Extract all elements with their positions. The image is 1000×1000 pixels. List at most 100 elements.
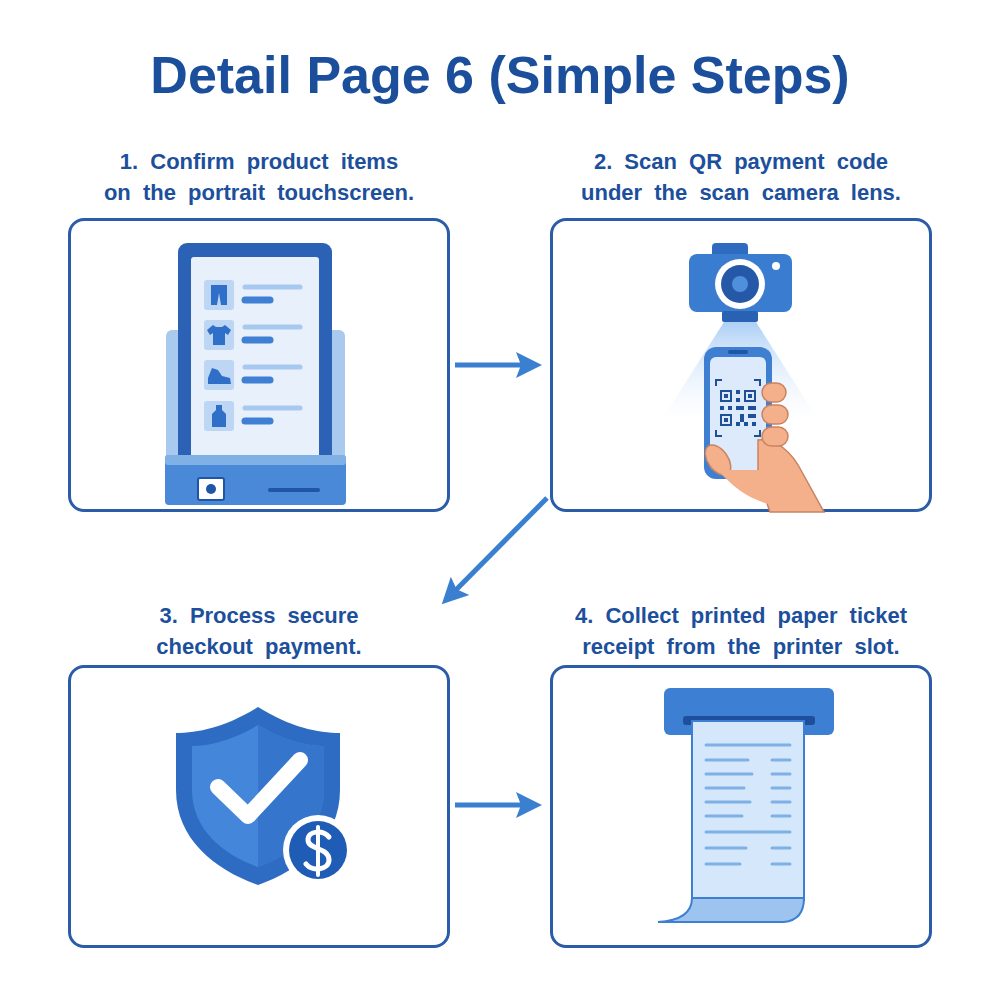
qr-code-part — [744, 422, 748, 426]
step-heading: 3. Process secure checkout payment. — [139, 600, 379, 662]
qr-code-part — [748, 414, 756, 418]
receipt-lines-part — [706, 815, 742, 818]
qr-code — [716, 380, 760, 436]
qr-code-part — [736, 390, 740, 394]
receipt-paper — [692, 721, 804, 900]
screen-item-icons-part — [204, 401, 234, 431]
qr-code-part — [722, 416, 730, 424]
screen-item-lines-part — [245, 418, 270, 425]
diagram-title: Detail Page 6 (Simple Steps) — [0, 38, 1000, 112]
screen-item-icons-part — [207, 325, 231, 345]
panel-frame — [68, 665, 450, 948]
panel-frame — [550, 665, 932, 948]
step-panel: 4. Collect printed paper ticket receipt … — [550, 594, 932, 948]
flow-arrow — [446, 498, 547, 600]
kiosk-base-top — [165, 455, 346, 465]
screen-item-lines-part — [245, 337, 270, 344]
receipt-lines-part — [772, 773, 790, 776]
qr-code-part — [744, 390, 756, 402]
printer-slot — [683, 716, 815, 725]
kiosk-base — [165, 455, 346, 505]
receipt-lines-part — [706, 801, 750, 804]
step-panel: 3. Process secure checkout payment. — [68, 594, 450, 948]
qr-code-part — [720, 406, 724, 410]
step-panel: 2. Scan QR payment code under the scan c… — [550, 140, 932, 512]
receipt-lines-part — [706, 831, 790, 834]
qr-code-part — [746, 392, 754, 400]
screen-item-lines — [245, 287, 300, 421]
phone-notch — [728, 350, 748, 354]
step-panel: 1. Confirm product items on the portrait… — [68, 140, 450, 512]
dollar-badge — [289, 821, 347, 879]
secure-shield — [176, 707, 353, 885]
receipt-lines-part — [706, 787, 744, 790]
step-heading: 2. Scan QR payment code under the scan c… — [578, 146, 904, 208]
flow-arrow — [455, 803, 536, 808]
camera-top — [712, 243, 748, 259]
receipt-lines-part — [772, 815, 790, 818]
scan-beam — [654, 322, 826, 432]
panel-heading-block: 3. Process secure checkout payment. — [68, 600, 450, 662]
receipt-lines-part — [706, 773, 752, 776]
dollar-badge-ring — [283, 815, 353, 885]
screen-item-icons-part — [208, 368, 231, 384]
qr-code-part — [736, 422, 740, 426]
qr-code-part — [748, 394, 752, 398]
step-heading: 1. Confirm product items on the portrait… — [102, 146, 416, 208]
qr-code-part — [748, 406, 756, 410]
camera-lens-ring — [715, 259, 765, 309]
hand-part — [762, 427, 788, 446]
screen-item-icons-part — [204, 320, 234, 350]
camera-lens — [721, 265, 759, 303]
panel-heading-block: 1. Confirm product items on the portrait… — [68, 146, 450, 208]
qr-code-part — [722, 392, 730, 400]
camera-mount — [722, 311, 758, 322]
printer-body — [664, 688, 834, 735]
screen-item-icons-part — [204, 360, 234, 390]
receipt-lines-part — [706, 744, 790, 747]
qr-code-part — [740, 414, 744, 422]
step-heading: 4. Collect printed paper ticket receipt … — [571, 600, 911, 662]
screen-item-icons-part — [204, 280, 234, 310]
kiosk-screen — [191, 257, 319, 459]
shield-outer — [176, 707, 340, 885]
kiosk-printer-slot — [270, 488, 318, 492]
phone-body — [704, 347, 772, 479]
screen-item-lines-part — [245, 325, 300, 330]
qr-code-part — [720, 390, 732, 402]
shield-inner — [192, 725, 324, 867]
kiosk-bezel — [178, 243, 332, 471]
dollar-symbol — [306, 832, 329, 869]
panel-frame — [68, 218, 450, 512]
receipt-lines — [706, 745, 790, 864]
receipt-lines-part — [772, 863, 790, 866]
camera-body — [689, 254, 792, 312]
hand-part — [700, 440, 736, 479]
qr-code-part — [720, 414, 732, 426]
screen-item-icons-part — [211, 285, 227, 305]
flow-arrow — [455, 363, 536, 368]
hand-part — [758, 440, 824, 512]
panel-heading-block: 2. Scan QR payment code under the scan c… — [550, 146, 932, 208]
qr-code-part — [736, 398, 740, 402]
screen-item-icons-part — [212, 405, 226, 427]
kiosk-side-wings — [166, 330, 345, 470]
screen-item-lines-part — [245, 297, 270, 304]
kiosk-camera — [198, 478, 224, 500]
qr-code-part — [752, 422, 756, 426]
hand-part — [762, 405, 788, 424]
kiosk-camera-lens — [206, 484, 216, 494]
hand-part — [762, 383, 786, 402]
receipt-curl — [658, 898, 804, 922]
panel-heading-block: 4. Collect printed paper ticket receipt … — [550, 600, 932, 662]
qr-code-part — [716, 380, 760, 436]
hand-part — [718, 470, 772, 505]
receipt-printer — [658, 688, 834, 922]
receipt-lines-part — [706, 863, 740, 866]
receipt-lines-part — [772, 759, 790, 762]
scan-illustration — [654, 243, 826, 512]
receipt-lines-part — [706, 759, 748, 762]
